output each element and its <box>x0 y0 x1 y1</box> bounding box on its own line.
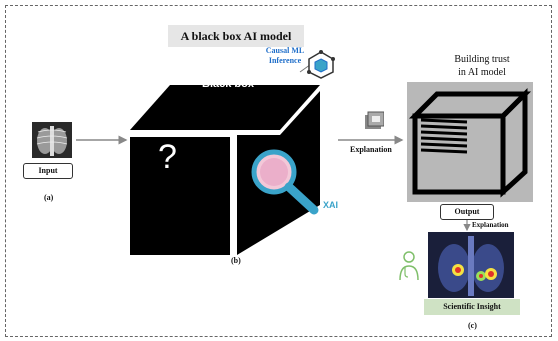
wireframe-cube-icon <box>408 87 532 198</box>
figure-frame <box>5 5 552 337</box>
question-mark: ? <box>158 138 177 176</box>
chip-icon <box>365 111 384 129</box>
trust-label: Building trust in AI model <box>422 53 542 79</box>
doctor-icon <box>399 251 419 281</box>
model-title: A black box AI model <box>168 25 304 47</box>
xray-icon <box>32 122 72 158</box>
panel-label-c: (c) <box>468 321 477 330</box>
input-label: Input <box>23 163 73 179</box>
causal-ml-label: Causal ML Inference <box>256 46 314 66</box>
scientific-insight-label: Scientific Insight <box>424 299 520 315</box>
explanation-middle-label: Explanation <box>350 145 392 154</box>
magnifier-icon <box>251 149 319 215</box>
trust-line-2: in AI model <box>458 67 506 78</box>
causal-ml-line-2: Inference <box>268 56 302 65</box>
explanation-right-label: Explanation <box>472 221 509 229</box>
panel-label-a: (a) <box>44 193 54 202</box>
network-cube-icon <box>307 50 335 79</box>
cube-top-text: Black box <box>202 78 254 90</box>
transparent-box-panel <box>407 82 533 202</box>
trust-line-1: Building trust <box>454 54 510 65</box>
output-label: Output <box>440 204 494 220</box>
panel-label-b: (b) <box>231 256 241 265</box>
causal-ml-line-1: Causal ML <box>265 46 305 55</box>
xai-label: XAI <box>323 200 339 210</box>
heatmap-xray-image <box>428 232 514 298</box>
